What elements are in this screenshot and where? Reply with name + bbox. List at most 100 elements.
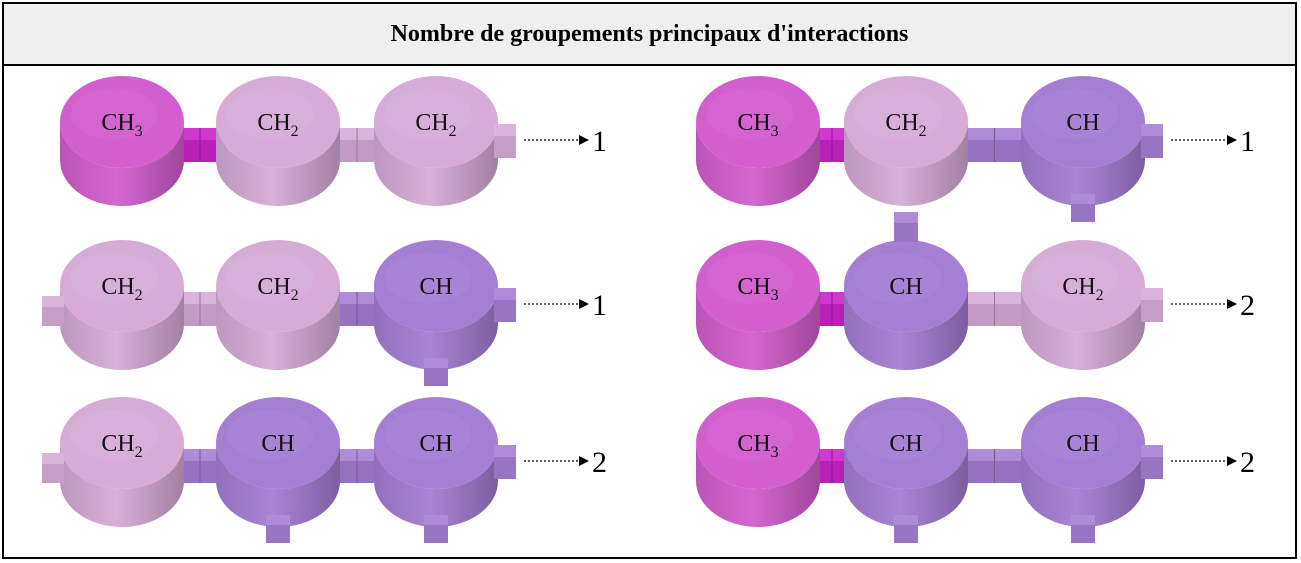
group-ch2-disk: CH2 bbox=[216, 76, 340, 206]
group-ch2-disk: CH2 bbox=[844, 76, 968, 206]
disk-top bbox=[1021, 397, 1145, 489]
disk-side bbox=[844, 443, 968, 527]
disk-side bbox=[1021, 443, 1145, 527]
disk-top bbox=[60, 240, 184, 332]
disk-top bbox=[844, 240, 968, 332]
chain-row: CH3 CH2 CH2 1 bbox=[60, 76, 607, 206]
disk-top bbox=[1021, 76, 1145, 168]
bond-tab-right bbox=[494, 124, 516, 158]
group-ch3-disk: CH3 bbox=[696, 76, 820, 206]
group-ch2-disk: CH2 bbox=[1021, 240, 1163, 370]
table-title: Nombre de groupements principaux d'inter… bbox=[390, 20, 909, 47]
group-label: CH bbox=[889, 431, 922, 457]
chain-row: CH3 CH2 CH 1 bbox=[696, 76, 1255, 222]
interaction-count: 1 bbox=[592, 125, 607, 158]
disk-side bbox=[374, 443, 498, 527]
disk-side bbox=[216, 443, 340, 527]
bond-tab-left bbox=[42, 453, 64, 483]
disk-side bbox=[60, 122, 184, 206]
disk-side bbox=[216, 122, 340, 206]
group-label: CH2 bbox=[101, 431, 142, 461]
bond-tab-bottom bbox=[894, 515, 918, 543]
bond-connector bbox=[958, 449, 1031, 483]
disk-top bbox=[216, 397, 340, 489]
disk-side bbox=[1021, 286, 1145, 370]
bond-tab-right bbox=[494, 445, 516, 479]
group-ch2-disk: CH2 bbox=[374, 76, 516, 206]
bond-tab-bottom bbox=[424, 515, 448, 543]
disk-top bbox=[374, 397, 498, 489]
group-label: CH3 bbox=[101, 110, 142, 140]
bond-tab-bottom bbox=[266, 515, 290, 543]
bond-tab-left bbox=[42, 296, 64, 326]
disk-top bbox=[696, 240, 820, 332]
bond-tab-bottom bbox=[424, 358, 448, 386]
disk-side bbox=[844, 122, 968, 206]
bond-tab-bottom bbox=[1071, 515, 1095, 543]
bond-tab-right bbox=[494, 288, 516, 322]
chain-row: CH3 CH CH 2 bbox=[696, 397, 1255, 543]
disk-side bbox=[696, 122, 820, 206]
disk-side bbox=[696, 286, 820, 370]
disk-side bbox=[374, 122, 498, 206]
group-label: CH3 bbox=[737, 431, 778, 461]
group-label: CH2 bbox=[257, 110, 298, 140]
bond-tab-right bbox=[1141, 445, 1163, 479]
interaction-count: 1 bbox=[1240, 125, 1255, 158]
disk-top bbox=[844, 397, 968, 489]
disk-top bbox=[216, 240, 340, 332]
group-label: CH bbox=[419, 274, 452, 300]
group-ch-disk: CH bbox=[1021, 397, 1163, 543]
bond-tab-right bbox=[1141, 288, 1163, 322]
disk-top bbox=[696, 397, 820, 489]
disk-top bbox=[216, 76, 340, 168]
table-header: Nombre de groupements principaux d'inter… bbox=[4, 4, 1295, 66]
disk-top bbox=[60, 397, 184, 489]
group-ch2-disk: CH2 bbox=[216, 240, 340, 370]
group-ch3-disk: CH3 bbox=[696, 240, 820, 370]
group-ch3-disk: CH3 bbox=[696, 397, 820, 527]
group-ch-disk: CH bbox=[844, 212, 968, 370]
group-label: CH bbox=[419, 431, 452, 457]
group-label: CH2 bbox=[1062, 274, 1103, 304]
disk-top bbox=[374, 240, 498, 332]
disk-side bbox=[216, 286, 340, 370]
chain-row: CH2 CH2 CH 1 bbox=[42, 240, 607, 386]
disk-top bbox=[1021, 240, 1145, 332]
bond-tab-top bbox=[894, 212, 918, 242]
group-label: CH2 bbox=[101, 274, 142, 304]
group-ch-disk: CH bbox=[844, 397, 968, 543]
interaction-count: 2 bbox=[1240, 446, 1255, 479]
group-ch-disk: CH bbox=[1021, 76, 1163, 222]
disk-top bbox=[374, 76, 498, 168]
group-label: CH3 bbox=[737, 110, 778, 140]
group-ch2-disk: CH2 bbox=[42, 240, 184, 370]
group-label: CH bbox=[261, 431, 294, 457]
bond-connector bbox=[958, 128, 1031, 162]
disk-top bbox=[696, 76, 820, 168]
disk-side bbox=[844, 286, 968, 370]
disk-side bbox=[1021, 122, 1145, 206]
group-label: CH2 bbox=[885, 110, 926, 140]
chain-row: CH3 CH CH2 2 bbox=[696, 212, 1255, 370]
interaction-count: 2 bbox=[1240, 289, 1255, 322]
disk-side bbox=[60, 286, 184, 370]
bond-tab-right bbox=[1141, 124, 1163, 158]
group-label: CH bbox=[1066, 110, 1099, 136]
group-label: CH3 bbox=[737, 274, 778, 304]
group-label: CH bbox=[1066, 431, 1099, 457]
interaction-count: 1 bbox=[592, 289, 607, 322]
group-ch-disk: CH bbox=[374, 397, 516, 543]
group-label: CH bbox=[889, 274, 922, 300]
group-ch3-disk: CH3 bbox=[60, 76, 184, 206]
group-ch-disk: CH bbox=[374, 240, 516, 386]
group-label: CH2 bbox=[415, 110, 456, 140]
bond-tab-bottom bbox=[1071, 194, 1095, 222]
interaction-count: 2 bbox=[592, 446, 607, 479]
group-label: CH2 bbox=[257, 274, 298, 304]
disk-top bbox=[60, 76, 184, 168]
disk-side bbox=[60, 443, 184, 527]
disk-side bbox=[696, 443, 820, 527]
